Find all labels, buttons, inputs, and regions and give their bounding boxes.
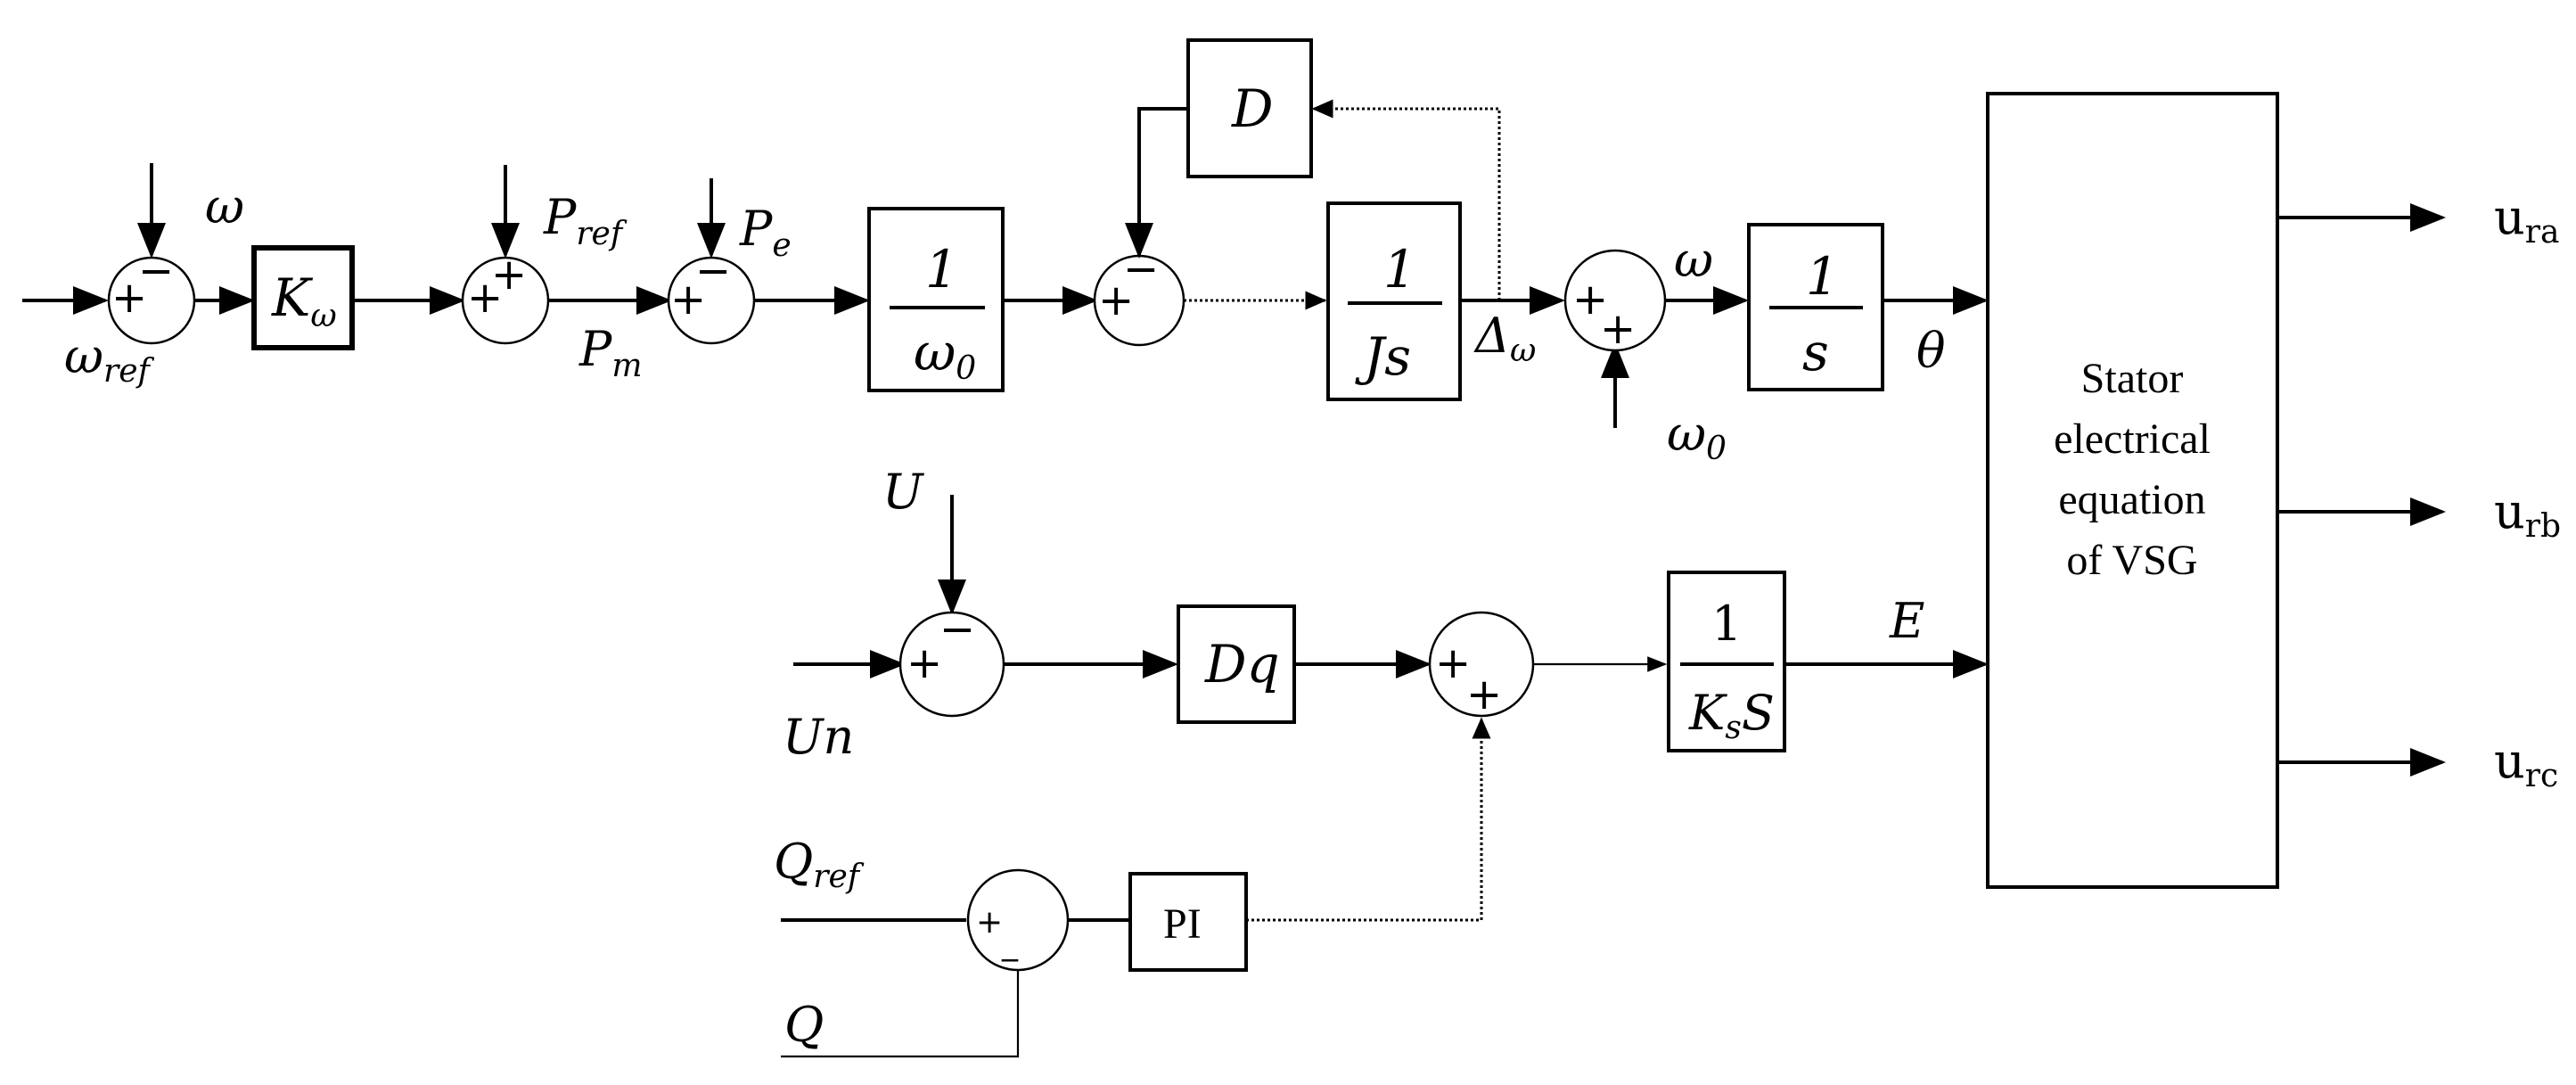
label-u-rb: urb <box>2494 483 2561 545</box>
label-u: U <box>882 464 924 520</box>
stator-line-4: of VSG <box>2066 537 2197 584</box>
label-theta: θ <box>1916 323 1946 379</box>
block-k-omega <box>251 245 355 350</box>
block-damping-d <box>1186 38 1313 178</box>
block-pi <box>1128 872 1248 972</box>
sign-s1-left: + <box>111 273 147 323</box>
block-inv-ks <box>1667 571 1786 752</box>
label-u-ra: ura <box>2494 189 2559 251</box>
sign-s5-bottom: + <box>1600 304 1636 354</box>
label-omega-ref: ωref <box>64 328 155 390</box>
wire-pi-to-s7 <box>1246 717 1491 922</box>
sign-s6-top: − <box>939 604 975 654</box>
dq-label: Dq <box>1204 634 1280 695</box>
sign-s7-left: + <box>1435 638 1471 688</box>
d-block-label: D <box>1231 78 1274 139</box>
wire-delta-omega-to-d <box>1311 99 1501 300</box>
label-p-e: Pe <box>739 201 792 264</box>
label-omega0: ω0 <box>1667 406 1727 467</box>
sign-s8-left: + <box>976 904 1003 941</box>
stator-line-1: Stator <box>2081 355 2184 402</box>
stator-line-2: electrical <box>2054 415 2211 463</box>
sign-s4-left: + <box>1098 275 1134 325</box>
inv-ks-den: KsS <box>1688 685 1775 746</box>
inv-ks-num: 1 <box>1711 596 1742 652</box>
sign-s1-top: − <box>138 246 174 296</box>
integrator-den: s <box>1802 322 1829 382</box>
block-dq <box>1177 604 1296 724</box>
inv-omega0-num: 1 <box>925 239 958 300</box>
sign-s7-bottom: + <box>1466 670 1502 719</box>
label-un: Un <box>783 709 854 765</box>
label-delta-omega: Δω <box>1473 308 1536 369</box>
inv-js-num: 1 <box>1383 239 1416 300</box>
pi-label: PI <box>1163 900 1202 948</box>
integrator-num: 1 <box>1806 246 1839 307</box>
inv-omega0-den: ω0 <box>914 322 976 387</box>
label-p-ref: Pref <box>543 189 628 252</box>
label-u-rc: urc <box>2494 733 2558 794</box>
sign-s2-left: + <box>467 273 503 323</box>
label-p-m: Pm <box>578 321 642 384</box>
sign-s3-left: + <box>670 275 706 325</box>
inv-js-den: Js <box>1355 326 1411 387</box>
k-omega-label: Kω <box>271 267 337 334</box>
label-q-ref: Qref <box>774 834 865 895</box>
sign-s2-top: + <box>491 250 527 300</box>
label-q: Q <box>784 997 824 1053</box>
sign-s3-top: − <box>695 246 731 296</box>
stator-line-3: equation <box>2058 476 2205 523</box>
block-stator-equation <box>1986 92 2279 889</box>
label-omega-feedback: ω <box>205 178 244 234</box>
sign-s5-left: + <box>1572 275 1608 325</box>
label-e: E <box>1889 593 1924 649</box>
block-inv-omega0 <box>867 207 1005 392</box>
wire-d-to-s4 <box>1125 107 1188 259</box>
wire-q-in <box>781 970 1020 1058</box>
sign-s8-bottom: _ <box>1001 925 1019 962</box>
label-omega-out: ω <box>1674 232 1713 288</box>
sign-s6-left: + <box>907 638 942 688</box>
